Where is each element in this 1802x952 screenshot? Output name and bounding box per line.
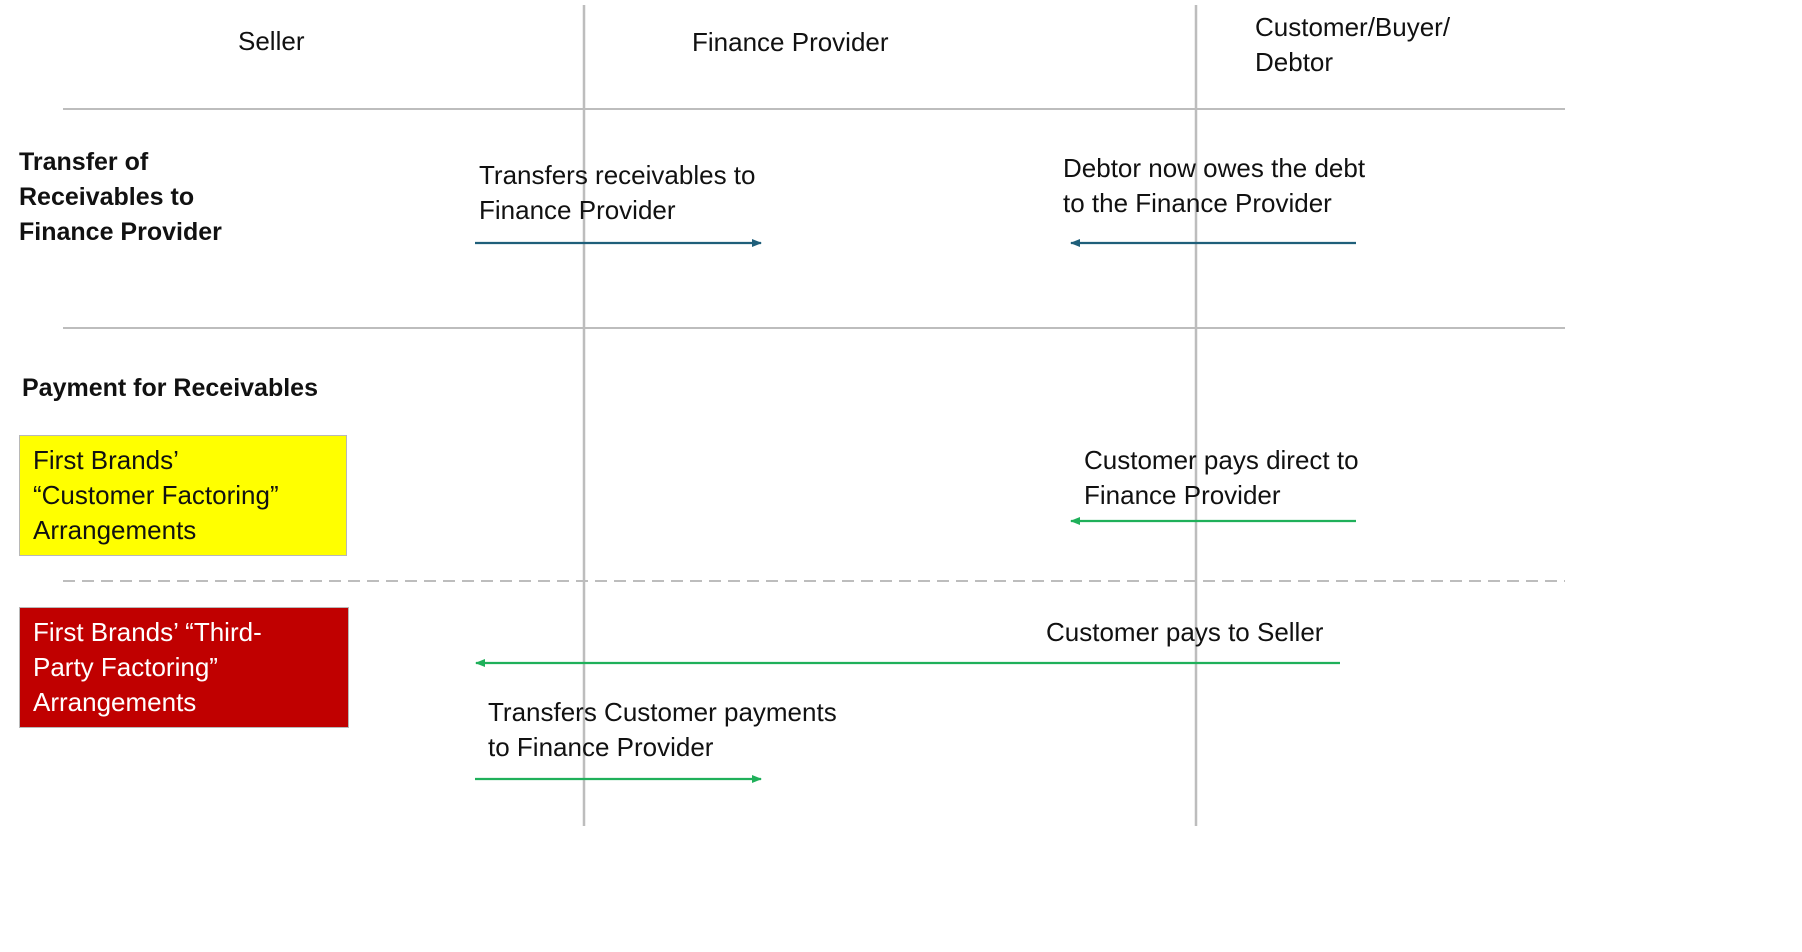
flow-label-debtor-to-finance-provider: Debtor now owes the debt to the Finance …	[1063, 151, 1365, 221]
third-party-factoring-box: First Brands’ “Third- Party Factoring” A…	[19, 607, 349, 728]
customer-factoring-box-line-1: First Brands’	[33, 445, 179, 475]
column-header-customer: Customer/Buyer/ Debtor	[1255, 10, 1450, 80]
third-party-factoring-box-line-3: Arrangements	[33, 687, 197, 717]
row-label-transfer-line-3: Finance Provider	[19, 218, 222, 246]
customer-factoring-box-line-3: Arrangements	[33, 515, 197, 545]
flow-label-seller-to-fp-line-1: Transfers receivables to	[479, 160, 756, 190]
row-label-transfer-line-1: Transfer of	[19, 148, 149, 176]
flow-label-seller-to-finance-provider: Transfers receivables to Finance Provide…	[479, 158, 755, 228]
row-label-transfer-line-2: Receivables to	[19, 183, 195, 211]
flow-label-transfers-customer-payments: Transfers Customer payments to Finance P…	[488, 695, 837, 765]
flow-label-customer-pays-direct-line-2: Finance Provider	[1084, 480, 1281, 510]
flow-label-debtor-line-2: to the Finance Provider	[1063, 188, 1332, 218]
diagram-lines	[63, 5, 1565, 826]
column-header-seller: Seller	[238, 26, 305, 56]
flow-label-debtor-line-1: Debtor now owes the debt	[1063, 153, 1366, 183]
flow-label-customer-pays-seller: Customer pays to Seller	[1046, 617, 1324, 647]
third-party-factoring-box-line-2: Party Factoring”	[33, 652, 218, 682]
column-header-finance-provider: Finance Provider	[692, 27, 889, 57]
row-label-transfer: Transfer of Receivables to Finance Provi…	[19, 145, 222, 250]
customer-factoring-box: First Brands’ “Customer Factoring” Arran…	[19, 435, 347, 556]
flow-diagram: Seller Finance Provider Customer/Buyer/ …	[19, 5, 1565, 826]
column-header-customer-line-1: Customer/Buyer/	[1255, 12, 1451, 42]
flow-label-transfers-payments-line-2: to Finance Provider	[488, 732, 714, 762]
third-party-factoring-box-line-1: First Brands’ “Third-	[33, 617, 262, 647]
flow-label-seller-to-fp-line-2: Finance Provider	[479, 195, 676, 225]
flow-label-transfers-payments-line-1: Transfers Customer payments	[488, 697, 837, 727]
column-header-customer-line-2: Debtor	[1255, 47, 1334, 77]
row-label-payment: Payment for Receivables	[22, 374, 318, 402]
flow-label-customer-pays-direct: Customer pays direct to Finance Provider	[1084, 443, 1359, 513]
flow-label-customer-pays-direct-line-1: Customer pays direct to	[1084, 445, 1359, 475]
customer-factoring-box-line-2: “Customer Factoring”	[33, 480, 279, 510]
